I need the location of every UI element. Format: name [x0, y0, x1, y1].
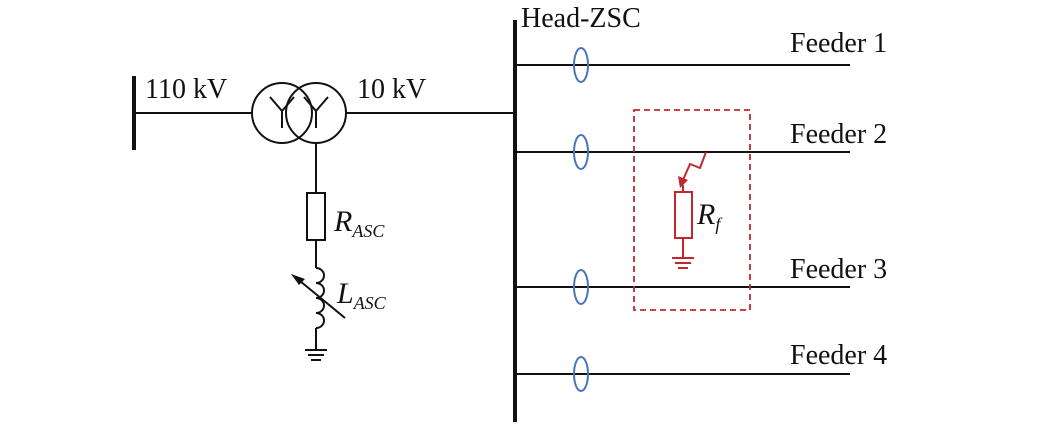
- feeder-1: Feeder 1: [515, 28, 887, 83]
- feeder-label: Feeder 1: [790, 28, 887, 59]
- resistor-asc-label: RASC: [333, 205, 385, 241]
- feeder-label: Feeder 2: [790, 119, 887, 150]
- lightning-arrow-head: [678, 176, 688, 188]
- lv-bus-label: 10 kV: [357, 74, 426, 105]
- feeder-3: Feeder 3: [515, 254, 887, 305]
- feeder-2: Feeder 2: [515, 119, 887, 170]
- current-transformer-icon: [573, 47, 589, 83]
- wye-primary-icon: [269, 96, 295, 128]
- hv-bus-label: 110 kV: [145, 74, 227, 105]
- inductor-arrow-head: [291, 274, 305, 285]
- variable-inductor-icon: [291, 267, 346, 329]
- ground-icon: [672, 257, 694, 269]
- inductor-variable-arrow: [299, 280, 346, 319]
- fault-path: [672, 151, 707, 269]
- two-winding-transformer-icon: [251, 82, 347, 144]
- inductor-asc-label: LASC: [336, 277, 387, 313]
- feeder-label: Feeder 4: [790, 340, 887, 371]
- wye-secondary-icon: [303, 96, 329, 128]
- feeder-label: Feeder 3: [790, 254, 887, 285]
- ground-icon: [305, 349, 327, 361]
- feeder-4: Feeder 4: [515, 340, 887, 392]
- transformer-winding-primary: [251, 82, 313, 144]
- current-transformer-icon: [573, 269, 589, 305]
- fault-resistor-label: Rf: [696, 198, 723, 234]
- lightning-icon: [682, 151, 707, 181]
- fault-resistor: [674, 191, 693, 239]
- current-transformer-icon: [573, 134, 589, 170]
- fault-region-box: [633, 109, 751, 311]
- resistor-asc: [306, 192, 326, 241]
- current-transformer-icon: [573, 356, 589, 392]
- main-bus-label: Head-ZSC: [521, 3, 641, 34]
- inductor-coil: [315, 267, 325, 329]
